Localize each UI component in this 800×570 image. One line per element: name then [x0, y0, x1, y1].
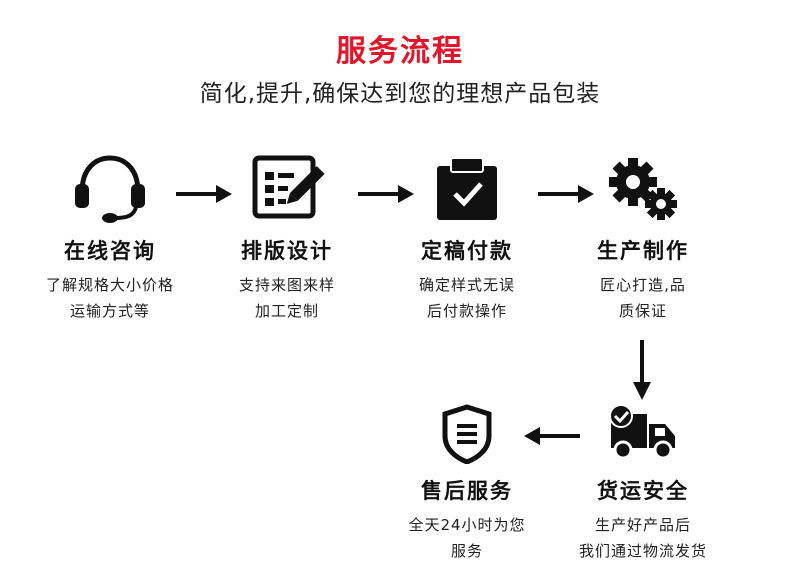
arrow-right-icon: [358, 185, 414, 203]
step-safe-shipping: 货运安全 生产好产品后 我们通过物流发货: [548, 404, 738, 564]
arrow-left-icon: [524, 427, 580, 445]
step-desc-line: 后付款操作: [426, 302, 507, 320]
step-desc-line: 支持来图来样: [238, 276, 335, 294]
step-production: 生产制作 匠心打造,品 质保证: [548, 152, 738, 324]
step-desc-line: 了解规格大小价格: [45, 276, 174, 294]
headset-icon: [75, 155, 145, 223]
step-layout-design: 排版设计 支持来图来样 加工定制: [192, 152, 382, 324]
arrow-right-icon: [176, 185, 232, 203]
arrow-down-icon: [633, 340, 651, 400]
step-name: 售后服务: [421, 479, 513, 503]
page-title: 服务流程: [336, 34, 464, 69]
design-icon: [252, 155, 325, 219]
step-desc-line: 服务: [450, 542, 483, 560]
step-online-consult: 在线咨询 了解规格大小价格 运输方式等: [15, 152, 205, 324]
arrow-right-icon: [538, 185, 594, 203]
step-name: 在线咨询: [64, 239, 156, 263]
step-desc-line: 质保证: [618, 302, 667, 320]
step-after-sales: 售后服务 全天24小时为您 服务: [372, 404, 562, 564]
shield-icon: [442, 404, 492, 464]
step-name: 生产制作: [597, 239, 689, 263]
step-name: 排版设计: [241, 239, 333, 263]
step-desc-line: 运输方式等: [69, 302, 150, 320]
gears-icon: [609, 158, 677, 220]
step-desc-line: 确定样式无误: [418, 276, 515, 294]
step-name: 定稿付款: [421, 239, 513, 263]
step-finalize-payment: 定稿付款 确定样式无误 后付款操作: [372, 152, 562, 324]
page-subtitle: 简化,提升,确保达到您的理想产品包装: [199, 81, 601, 107]
step-desc-line: 加工定制: [254, 302, 319, 320]
truck-icon: [609, 404, 675, 460]
step-desc-line: 我们通过物流发货: [578, 542, 707, 560]
step-desc-line: 生产好产品后: [594, 516, 691, 534]
clipboard-check-icon: [437, 157, 497, 220]
step-desc-line: 全天24小时为您: [408, 516, 526, 534]
step-name: 货运安全: [597, 479, 689, 503]
step-desc-line: 匠心打造,品: [600, 276, 686, 294]
